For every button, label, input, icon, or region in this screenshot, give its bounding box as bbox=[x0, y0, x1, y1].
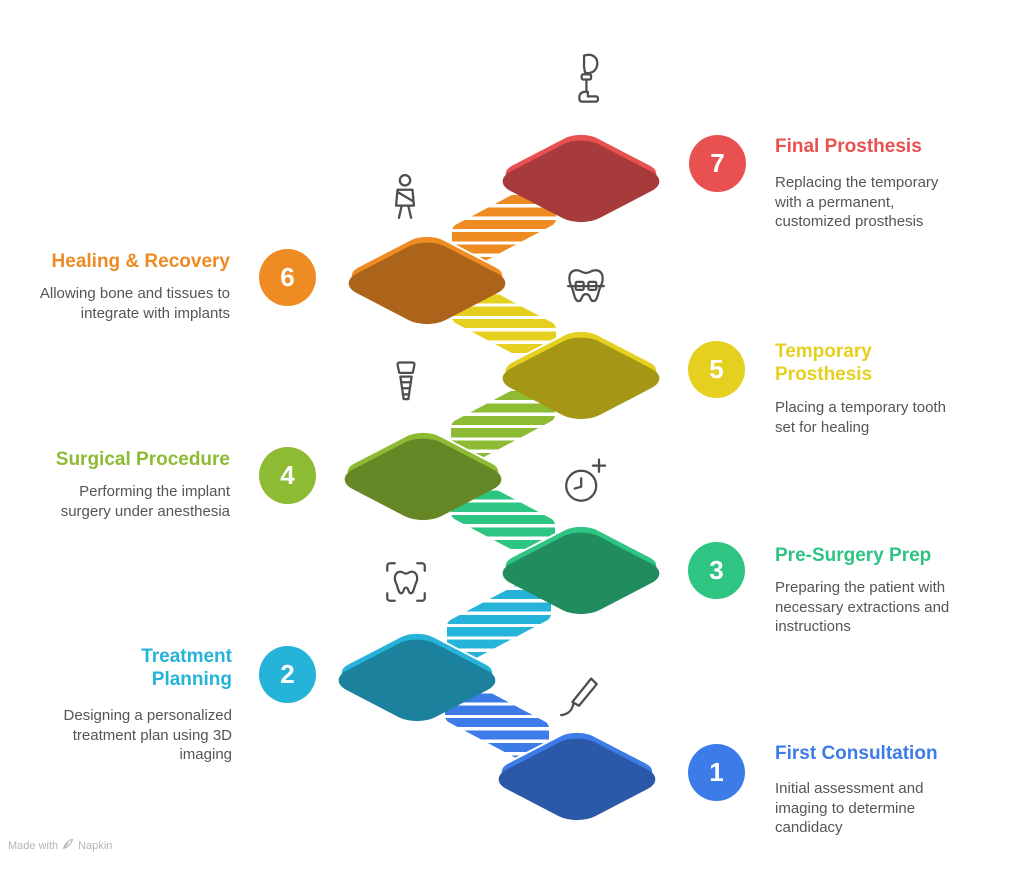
step-3-badge: 3 bbox=[688, 542, 745, 599]
step-1-title: First Consultation bbox=[775, 743, 938, 764]
step-7-title: Final Prosthesis bbox=[775, 136, 922, 157]
braces-tooth-icon bbox=[556, 258, 616, 318]
watermark-prefix: Made with bbox=[8, 839, 59, 852]
step-4-description: Performing the implant surgery under ane… bbox=[60, 483, 230, 520]
napkin-watermark: Made with Napkin bbox=[8, 838, 112, 853]
person-sling-icon bbox=[375, 170, 435, 230]
step-6-title: Healing & Recovery bbox=[51, 251, 230, 272]
step-2-description: Designing a personalized treatment plan … bbox=[63, 707, 232, 763]
step-3-description: Preparing the patient with necessary ext… bbox=[775, 579, 950, 635]
watermark-brand: Napkin bbox=[78, 839, 113, 852]
step-2-badge: 2 bbox=[259, 646, 316, 703]
step-4-badge: 4 bbox=[259, 447, 316, 504]
prosthetic-leg-icon bbox=[555, 50, 615, 110]
step-4-title: Surgical Procedure bbox=[55, 449, 230, 470]
step-2-title: Treatment Planning bbox=[141, 646, 232, 691]
step-1-description: Initial assessment and imaging to determ… bbox=[775, 780, 924, 836]
step-6-description: Allowing bone and tissues to integrate w… bbox=[39, 285, 230, 322]
step-5-badge: 5 bbox=[688, 341, 745, 398]
step-5-description: Placing a temporary tooth set for healin… bbox=[775, 399, 946, 436]
step-3-title: Pre-Surgery Prep bbox=[775, 545, 932, 566]
step-6-badge: 6 bbox=[259, 249, 316, 306]
clock-plus-icon bbox=[554, 452, 614, 512]
step-7-badge: 7 bbox=[689, 135, 746, 192]
step-7-description: Replacing the temporary with a permanent… bbox=[775, 174, 939, 230]
step-5-title: Temporary Prosthesis bbox=[775, 341, 873, 386]
tooth-scan-icon bbox=[376, 552, 436, 612]
quill-icon bbox=[62, 838, 74, 853]
dental-implant-icon bbox=[376, 355, 436, 415]
dental-probe-icon bbox=[548, 672, 608, 732]
step-1-badge: 1 bbox=[688, 744, 745, 801]
